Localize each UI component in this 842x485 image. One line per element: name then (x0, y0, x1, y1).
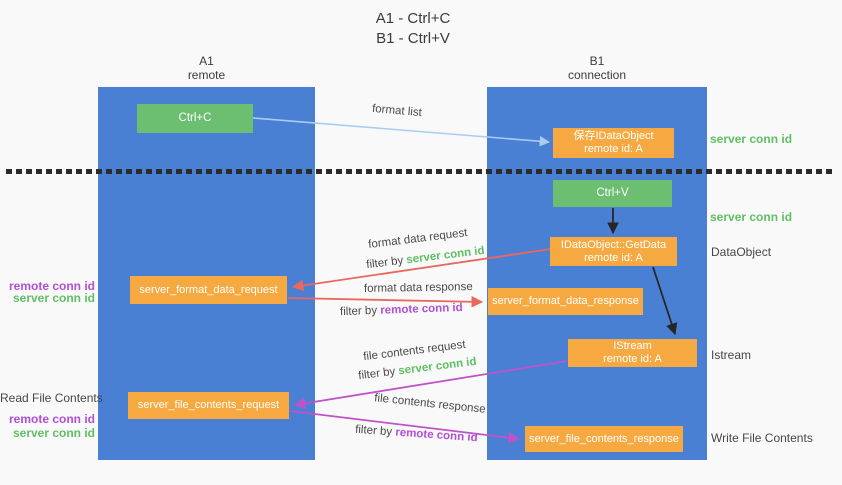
ctrl-v-label: Ctrl+V (596, 187, 629, 199)
istream-label: Istream (711, 348, 752, 362)
format-response-label: server_format_data_response (492, 295, 639, 307)
istream-line2: remote id: A (603, 353, 662, 365)
diagram-title: A1 - Ctrl+C B1 - Ctrl+V (0, 9, 826, 49)
lane-a-header: A1 remote (98, 54, 315, 82)
right-server-conn-id-label-2: server conn id (710, 210, 793, 224)
getdata-line1: IDataObject::GetData (560, 238, 667, 251)
left-remote-conn-id-label-2: remote conn id (8, 412, 95, 426)
save-idataobject-line1: 保存IDataObject (573, 130, 654, 142)
ctrl-c-label: Ctrl+C (178, 112, 212, 124)
node-ctrl-v: Ctrl+V (553, 180, 672, 207)
node-idataobject-getdata: IDataObject::GetData remote id: A (550, 237, 677, 266)
node-ctrl-c: Ctrl+C (137, 104, 253, 133)
lane-a-name: A1 (199, 54, 214, 68)
save-idataobject-line2: remote id: A (584, 143, 643, 155)
read-file-contents-label: Read File Contents (0, 391, 103, 405)
node-server-format-data-response: server_format_data_response (488, 288, 643, 315)
lane-b-name: B1 (589, 54, 605, 68)
format-data-response-arrow (287, 295, 484, 308)
node-istream: IStream remote id: A (568, 339, 697, 367)
write-file-contents-label: Write File Contents (711, 431, 813, 445)
file-request-label: server_file_contents_request (137, 399, 280, 411)
session-divider-dotted-line (6, 169, 836, 174)
lane-a-subtitle: remote (187, 68, 226, 82)
lane-b-header: B1 connection (487, 54, 707, 82)
node-save-idataobject: 保存IDataObject remote id: A (553, 128, 674, 158)
left-server-conn-id-label-2: server conn id (12, 426, 95, 440)
format-list-arrow (252, 117, 551, 147)
node-server-file-contents-response: server_file_contents_response (525, 426, 683, 452)
file-contents-response-arrow (289, 410, 521, 444)
format-data-request-arrow (291, 248, 552, 292)
title-line-1: A1 - Ctrl+C (375, 10, 451, 27)
format-data-response-label: format data response (363, 281, 473, 295)
format-request-label: server_format_data_request (139, 283, 278, 296)
file-contents-request-arrow (293, 360, 568, 410)
title-line-2: B1 - Ctrl+V (376, 30, 450, 47)
left-server-conn-id-label: server conn id (12, 291, 95, 305)
node-server-format-data-request: server_format_data_request (130, 276, 287, 304)
lane-b-subtitle: connection (567, 68, 627, 82)
file-response-label: server_file_contents_response (529, 432, 679, 445)
left-remote-conn-id-label: remote conn id (8, 279, 95, 293)
dataobject-label: DataObject (711, 245, 772, 259)
right-server-conn-id-label: server conn id (710, 132, 793, 146)
getdata-line2: remote id: A (584, 251, 643, 264)
node-server-file-contents-request: server_file_contents_request (128, 392, 289, 419)
filter-by-text: filter by (339, 304, 381, 319)
istream-line1: IStream (613, 340, 652, 352)
getdata-to-istream-arrow (652, 266, 678, 336)
